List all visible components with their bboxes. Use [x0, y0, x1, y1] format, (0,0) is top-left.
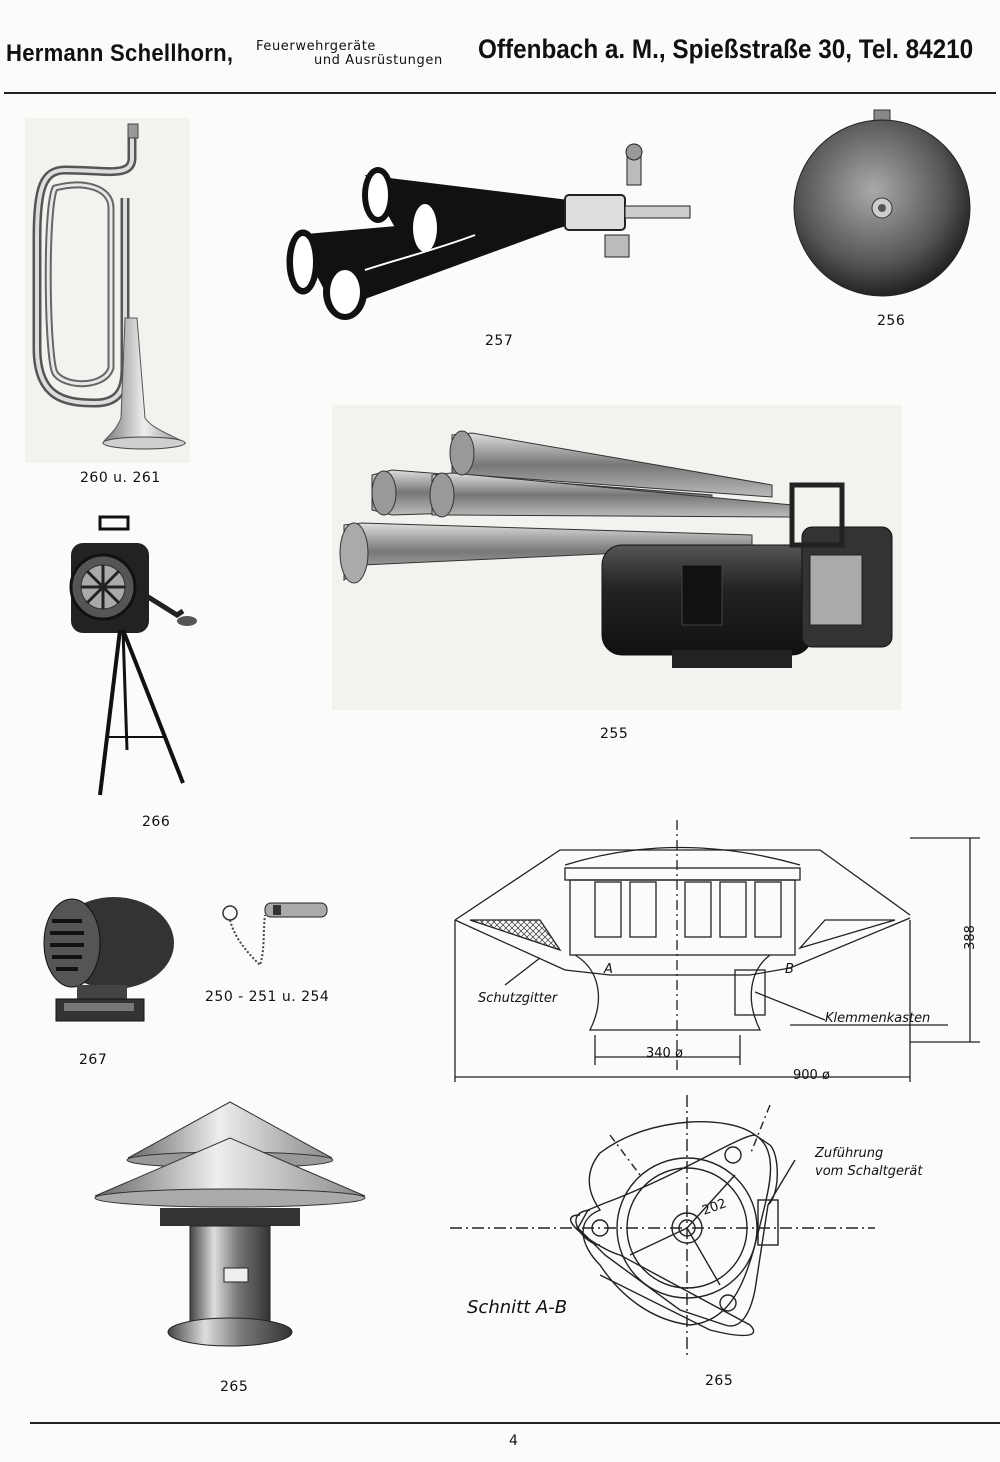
company-subtitle: Feuerwehrgeräte und Ausrüstungen — [256, 40, 443, 68]
caption-267: 267 — [79, 1052, 108, 1068]
triple-horn-illustration — [286, 143, 691, 320]
footer-rule — [30, 1422, 1000, 1424]
roof-siren-illustration — [94, 1101, 366, 1347]
header-rule — [4, 92, 996, 94]
subtitle-line-1: Feuerwehrgeräte — [256, 39, 376, 54]
label-schutzgitter: Schutzgitter — [478, 991, 558, 1006]
hand-siren-illustration — [69, 515, 197, 796]
siren-267-illustration — [43, 897, 174, 1022]
company-name: Hermann Schellhorn, — [6, 40, 234, 67]
bugle-photo — [25, 118, 190, 463]
caption-265-drawing: 265 — [705, 1373, 734, 1389]
caption-260-261: 260 u. 261 — [80, 470, 161, 486]
caption-257: 257 — [485, 333, 514, 349]
caption-255: 255 — [600, 726, 629, 742]
caption-250-254: 250 - 251 u. 254 — [205, 989, 330, 1005]
section-title: Schnitt A-B — [467, 1297, 568, 1318]
section-ab-drawing — [450, 1095, 875, 1357]
page-number: 4 — [509, 1433, 519, 1449]
caption-266: 266 — [142, 814, 171, 830]
caption-256: 256 — [877, 313, 906, 329]
supply-label-line-2: vom Schaltgerät — [815, 1164, 923, 1179]
label-klemmenkasten: Klemmenkasten — [825, 1011, 931, 1026]
bugle-illustration — [32, 123, 187, 450]
bell-illustration — [793, 109, 971, 297]
dim-base-label: 340 ø — [646, 1046, 683, 1061]
caption-265-photo: 265 — [220, 1379, 249, 1395]
horn-motor-illustration — [339, 430, 893, 668]
whistle-illustration — [222, 902, 328, 967]
dim-width-label: 900 ø — [793, 1068, 830, 1083]
dim-height-label: 388 — [962, 925, 978, 950]
supply-label-line-1: Zuführung — [815, 1146, 884, 1161]
horn-motor-photo — [332, 405, 902, 710]
subtitle-line-2: und Ausrüstungen — [314, 53, 443, 68]
company-address: Offenbach a. M., Spießstraße 30, Tel. 84… — [478, 34, 974, 64]
siren-elevation-drawing — [454, 820, 980, 1082]
section-marker-a: A — [604, 962, 613, 977]
section-marker-b: B — [785, 962, 794, 977]
